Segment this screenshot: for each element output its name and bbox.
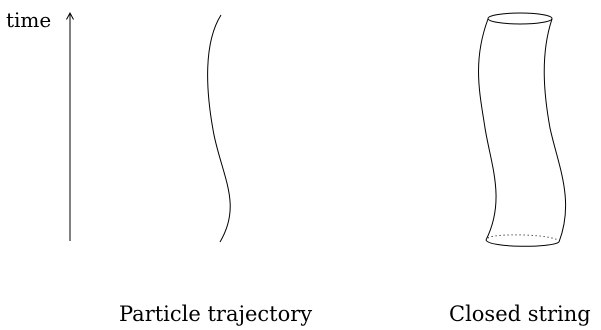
worldsheet-left-edge: [478, 18, 497, 241]
closed-string-worldsheet: [478, 12, 567, 247]
particle-worldline: [207, 14, 231, 243]
time-axis: [66, 11, 74, 241]
time-axis-arrowhead-icon: [66, 11, 74, 20]
worldsheet-bottom-back-dotted: [487, 234, 560, 242]
worldsheet-top-loop: [487, 12, 553, 25]
time-axis-label: time: [6, 8, 52, 32]
worldsheet-bottom-front: [485, 239, 560, 247]
worldsheet-right-edge: [543, 18, 567, 243]
particle-trajectory-caption: Particle trajectory: [119, 302, 313, 326]
closed-string-caption: Closed string: [449, 302, 591, 326]
